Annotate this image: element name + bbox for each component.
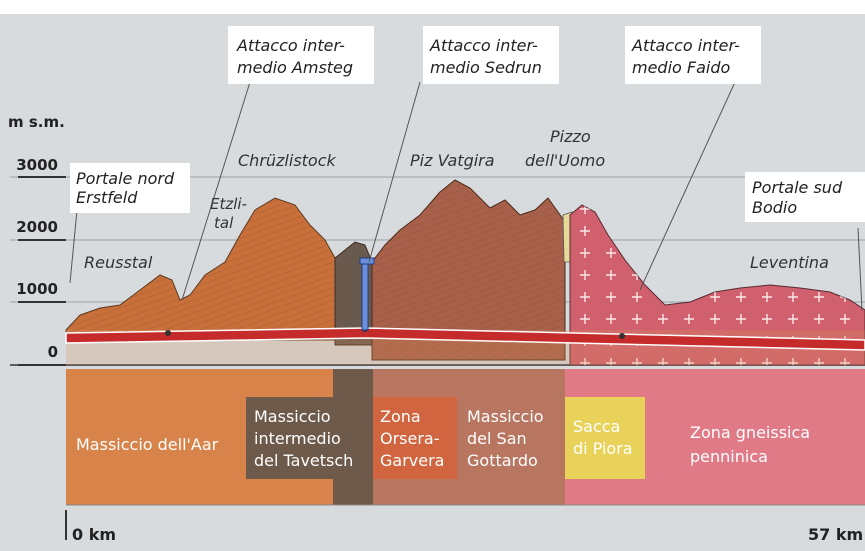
zone-orsera-label-3: Garvera <box>380 451 444 470</box>
terrain-gottardo-texture <box>372 180 565 360</box>
zone-gneiss-label-2: penninica <box>690 447 768 466</box>
faido-label-2: medio Faido <box>632 58 731 77</box>
portale-sud-label-1: Portale sud <box>752 178 843 197</box>
zone-piora-label-2: di Piora <box>573 439 633 458</box>
amsteg-label-1: Attacco inter- <box>236 36 345 55</box>
portale-nord-label-1: Portale nord <box>76 169 175 188</box>
zone-gottardo-label-1: Massiccio <box>467 407 544 426</box>
zone-gottardo-label-2: del San <box>467 429 527 448</box>
zone-gneiss-label-1: Zona gneissica <box>690 423 810 442</box>
tick-label-3000: 3000 <box>16 156 58 174</box>
sedrun-label-2: medio Sedrun <box>430 58 542 77</box>
zone-orsera-label-2: Orsera- <box>380 429 440 448</box>
amsteg-leader <box>181 81 251 301</box>
faido-label-1: Attacco inter- <box>631 36 740 55</box>
place-piz-vatgira: Piz Vatgira <box>410 151 495 170</box>
sedrun-shaft-head <box>359 257 375 265</box>
zone-piora-label-1: Sacca <box>573 417 620 436</box>
portale-sud-leader <box>857 227 863 311</box>
portale-sud-box <box>745 172 865 222</box>
portal-nord-point <box>165 330 171 336</box>
place-pizzo-2: dell'Uomo <box>525 151 605 170</box>
place-etzlital-2: tal <box>214 214 234 232</box>
place-pizzo-1: Pizzo <box>550 127 591 146</box>
place-leventina: Leventina <box>750 253 829 272</box>
zone-orsera-label-1: Zona <box>380 407 421 426</box>
zone-gottardo-label-3: Gottardo <box>467 451 538 470</box>
sedrun-label-1: Attacco inter- <box>429 36 538 55</box>
portale-sud-label-2: Bodio <box>752 198 797 217</box>
amsteg-callout-box <box>228 26 374 84</box>
axis-unit: m s.m. <box>8 113 65 131</box>
tick-label-1000: 1000 <box>16 280 58 298</box>
portale-nord-box <box>70 163 190 213</box>
zone-tavetsch-label-bg <box>246 397 360 479</box>
zone-piora <box>565 397 645 479</box>
terrain-gneiss-texture <box>570 205 865 365</box>
zone-tavetsch-label-2: intermedio <box>254 429 341 448</box>
tick-label-2000: 2000 <box>16 218 58 236</box>
terrain-aar-texture <box>66 198 335 340</box>
zone-tavetsch-label-1: Massiccio <box>254 407 331 426</box>
place-reusstal: Reusstal <box>84 253 153 272</box>
sedrun-shaft <box>361 261 369 331</box>
tick-label-0: 0 <box>48 343 58 361</box>
zone-aar-label: Massiccio dell'Aar <box>76 435 219 454</box>
portale-nord-label-2: Erstfeld <box>76 188 138 207</box>
sedrun-callout-box <box>423 26 559 84</box>
portale-nord-leader <box>69 209 78 284</box>
sedrun-leader <box>368 81 421 263</box>
faido-point <box>619 333 625 339</box>
km-end-label: 57 km <box>808 525 863 544</box>
top-band <box>0 0 865 14</box>
place-chruzlistock: Chrüzlistock <box>238 151 337 170</box>
faido-leader <box>639 81 736 291</box>
amsteg-label-2: medio Amsteg <box>237 58 353 77</box>
zone-orsera <box>373 397 457 479</box>
place-etzlital-1: Etzli- <box>210 195 247 213</box>
faido-callout-box <box>625 26 761 84</box>
km-start-label: 0 km <box>72 525 116 544</box>
zone-tavetsch-label-3: del Tavetsch <box>254 451 353 470</box>
